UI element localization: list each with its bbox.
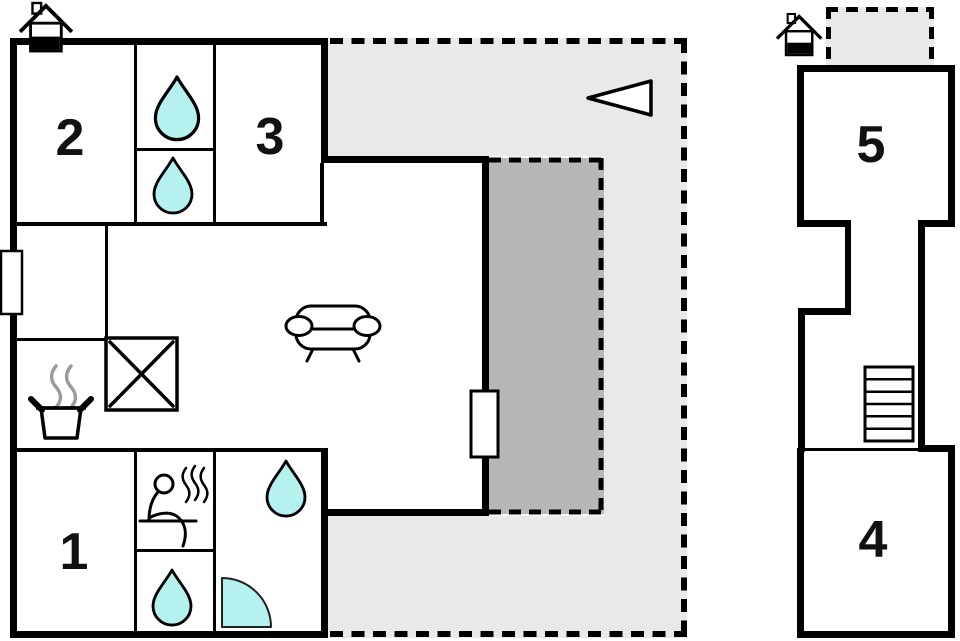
annex-wall-left-upper xyxy=(797,65,804,227)
wall-top xyxy=(10,38,328,45)
wall-bath-room3 xyxy=(213,45,216,222)
window-icon xyxy=(0,249,24,316)
steam-line xyxy=(64,364,78,410)
annex-terrace-fill xyxy=(826,7,934,65)
room-labels: 2 3 1 5 4 xyxy=(56,108,888,581)
wall-room3-living xyxy=(320,163,324,222)
annex-wall-corridor-right xyxy=(918,227,925,452)
steam-line xyxy=(181,466,191,504)
wall-bottom-band-top xyxy=(13,448,321,452)
room-4-label: 4 xyxy=(859,511,888,569)
annex-wall-top xyxy=(797,65,955,72)
room-5-label: 5 xyxy=(857,116,886,174)
annex-wall-room5-bottom-left xyxy=(797,220,851,227)
annex-wall-room5-bottom-right xyxy=(918,220,955,227)
main-interior-walls xyxy=(13,45,327,631)
annex-wall-room4-bottom xyxy=(797,631,955,638)
annex-wall-room4-right xyxy=(948,445,955,638)
annex-terrace-area xyxy=(826,7,934,65)
room-2-label: 2 xyxy=(56,109,85,167)
covered-terrace-area xyxy=(486,157,604,515)
wall-living-right xyxy=(482,156,489,516)
sauna-icon xyxy=(138,464,209,548)
wall-sauna-split xyxy=(135,549,215,552)
covered-terrace-fill xyxy=(486,158,604,514)
entrance-arrow-icon xyxy=(586,79,653,117)
wall-bottom xyxy=(10,631,328,638)
wall-room1-sauna xyxy=(134,452,137,631)
sofa-icon xyxy=(284,304,382,363)
wall-hall xyxy=(105,226,108,338)
shower-quarter-circle-icon xyxy=(221,577,272,628)
wall-room2-bath xyxy=(134,45,137,222)
water-drop-icon xyxy=(265,459,307,518)
water-drop-icon xyxy=(152,156,194,215)
annex-wall-stairwell-left xyxy=(798,308,805,452)
room-1-label: 1 xyxy=(60,523,89,581)
annex-wall-corridor-left xyxy=(845,220,851,315)
wall-top-band-bottom xyxy=(13,222,327,226)
chimney-icon xyxy=(775,12,823,57)
water-drop-icon xyxy=(151,568,193,627)
annex-wall-room4-left xyxy=(797,448,804,638)
annex-wall-room4-topright xyxy=(918,445,955,452)
wall-kitchen-top xyxy=(13,338,106,341)
wall-living-bottom xyxy=(321,509,489,516)
wall-bath-split xyxy=(135,148,215,151)
steam-line xyxy=(190,464,200,502)
wall-right-upper xyxy=(321,38,328,163)
stairs-icon xyxy=(863,365,915,443)
annex-wall-room4-top xyxy=(804,448,918,451)
terrace-door-icon xyxy=(469,389,500,459)
annex-wall-right-upper xyxy=(948,65,955,227)
steam-line xyxy=(199,466,209,504)
wall-right-lower xyxy=(321,448,328,638)
wall-sauna-bath xyxy=(213,452,216,631)
annex-wall-jog xyxy=(798,308,851,315)
cooking-pot-icon xyxy=(28,364,94,440)
annex-walls xyxy=(797,65,955,638)
wall-living-top xyxy=(321,156,489,163)
crossed-square-table-icon xyxy=(104,336,179,412)
room-3-label: 3 xyxy=(256,108,285,166)
steam-line xyxy=(49,364,63,410)
water-drop-icon xyxy=(153,75,201,142)
